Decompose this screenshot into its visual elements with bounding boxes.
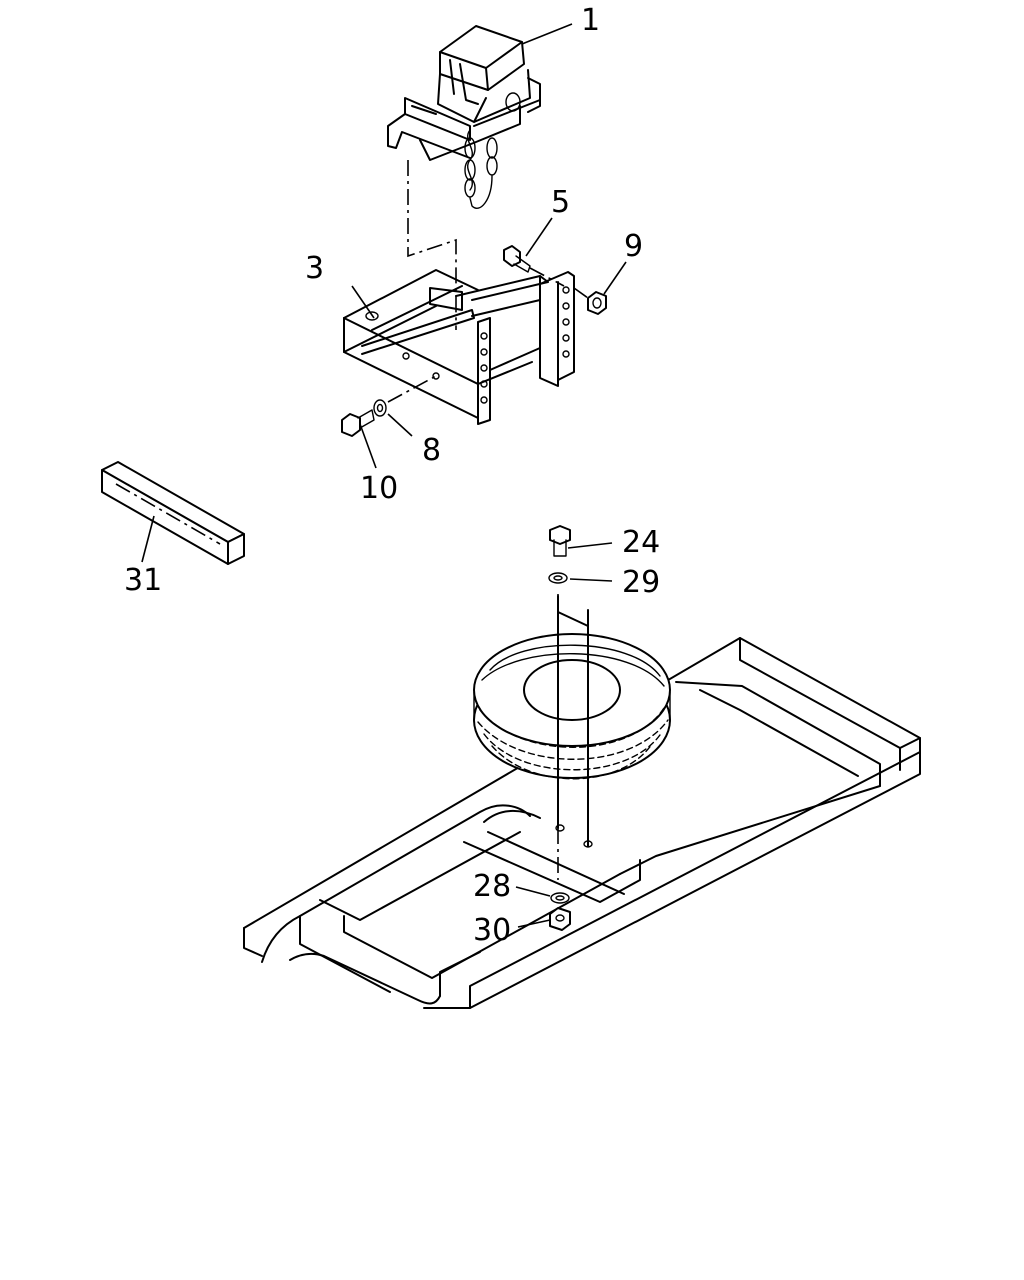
callout-5: 5 — [551, 185, 570, 220]
wood-block-31 — [101, 461, 245, 565]
callout-8: 8 — [422, 433, 441, 468]
bolt-10 — [341, 409, 375, 437]
nut-9 — [573, 287, 607, 315]
callout-29: 29 — [622, 565, 660, 600]
callout-9: 9 — [624, 229, 643, 264]
callout-1: 1 — [581, 3, 600, 38]
washer-29 — [548, 572, 568, 584]
washer-28 — [550, 892, 570, 904]
callout-10: 10 — [360, 471, 398, 506]
hitch-mounting-bracket — [343, 269, 575, 425]
leader-lines — [141, 23, 627, 928]
washer-8 — [373, 375, 437, 417]
spare-tire — [473, 633, 671, 780]
callout-31: 31 — [124, 563, 162, 598]
callout-28: 28 — [473, 869, 511, 904]
callout-labels: 1 3 5 9 8 10 24 29 28 30 31 — [124, 3, 660, 948]
carrier-post — [555, 594, 593, 880]
bolt-5 — [503, 245, 565, 287]
callout-30: 30 — [473, 913, 511, 948]
nut-30 — [549, 907, 571, 931]
bolt-24 — [549, 525, 571, 557]
tow-hitch-assembly — [387, 25, 541, 209]
callout-24: 24 — [622, 525, 660, 560]
callout-3: 3 — [305, 251, 324, 286]
alignment-line — [407, 160, 457, 330]
